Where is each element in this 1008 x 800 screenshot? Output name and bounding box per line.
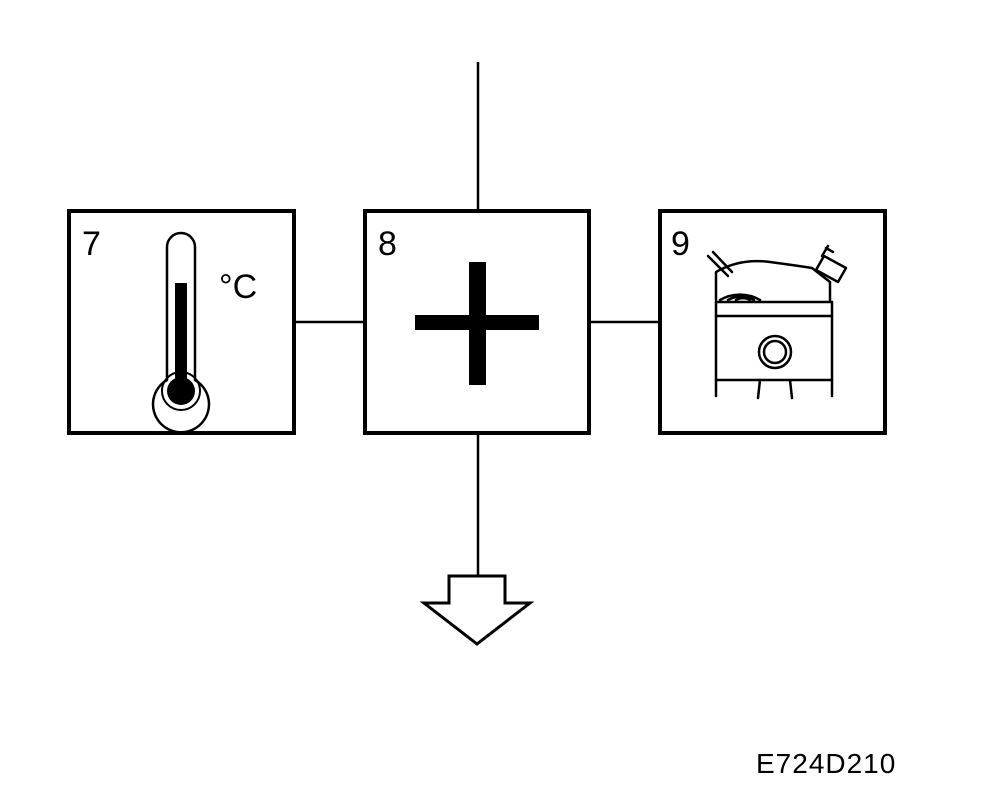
box-frame xyxy=(658,209,887,435)
temperature-unit-label: °C xyxy=(219,268,257,306)
box-temperature: 7 °C xyxy=(67,209,296,435)
box-engine: 9 xyxy=(658,209,887,435)
plus-icon xyxy=(415,262,539,385)
box-number: 7 xyxy=(82,225,101,263)
figure-code: E724D210 xyxy=(756,748,896,779)
box-combine: 8 xyxy=(363,209,591,435)
box-number: 9 xyxy=(671,225,690,263)
connectors xyxy=(294,62,660,576)
thermometer-icon xyxy=(151,231,211,434)
output-arrow-icon xyxy=(419,574,535,646)
engine-cylinder-icon xyxy=(706,244,848,400)
box-number: 8 xyxy=(378,225,397,263)
